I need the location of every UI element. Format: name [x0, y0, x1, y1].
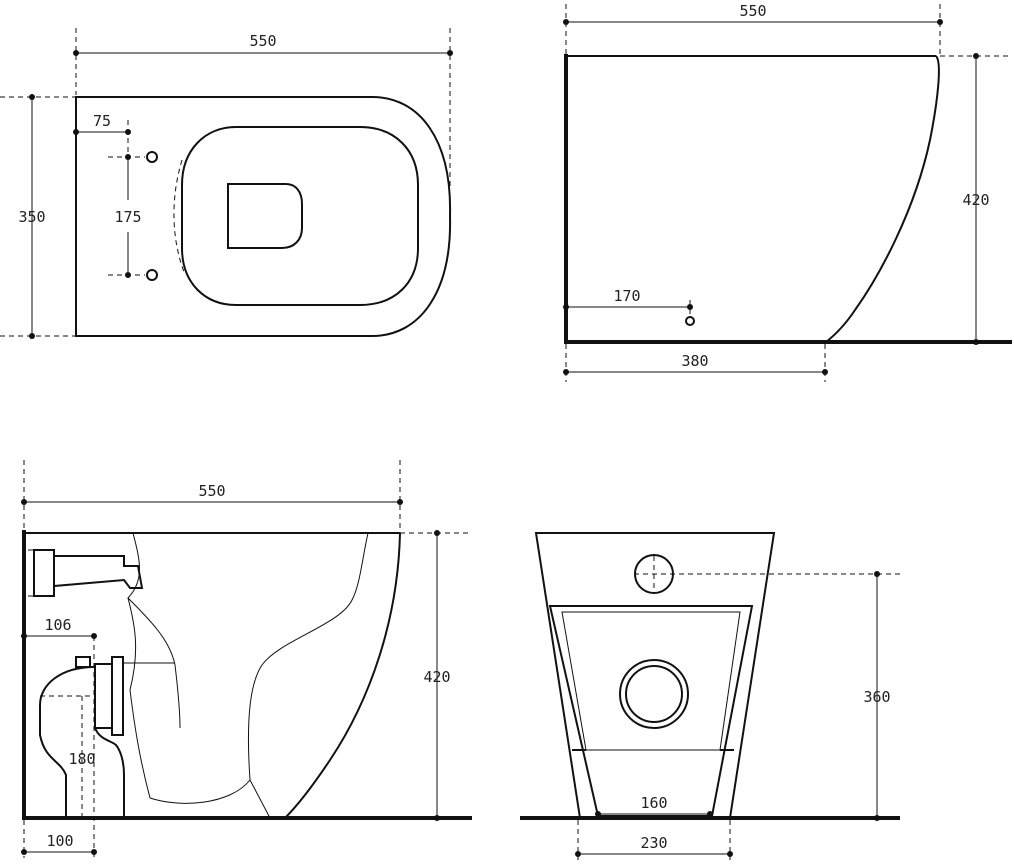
top-view: 550 350 75 175: [0, 28, 453, 339]
top-depth-dim: 350: [18, 208, 45, 226]
top-width-dim: 550: [249, 32, 276, 50]
side-height-dim: 420: [962, 191, 989, 209]
section-height-dim: 420: [423, 668, 450, 686]
top-fixing-spacing-dim: 175: [114, 208, 141, 226]
rear-base-width-dim: 230: [640, 834, 667, 852]
section-outlet-wall-dim: 100: [46, 832, 73, 850]
side-outlet-offset-dim: 170: [613, 287, 640, 305]
rear-inlet-height-dim: 360: [863, 688, 890, 706]
section-width-dim: 550: [198, 482, 225, 500]
top-offset-dim: 75: [93, 112, 111, 130]
section-view: 550 420 106 180 100: [21, 460, 472, 858]
side-base-length-dim: 380: [681, 352, 708, 370]
section-outlet-height-dim: 180: [68, 750, 95, 768]
rear-view: 360 160 230: [520, 532, 900, 860]
side-view: 550 420 170 380: [563, 2, 1012, 382]
rear-inner-base-dim: 160: [640, 794, 667, 812]
side-width-dim: 550: [739, 2, 766, 20]
section-inlet-offset-dim: 106: [44, 616, 71, 634]
